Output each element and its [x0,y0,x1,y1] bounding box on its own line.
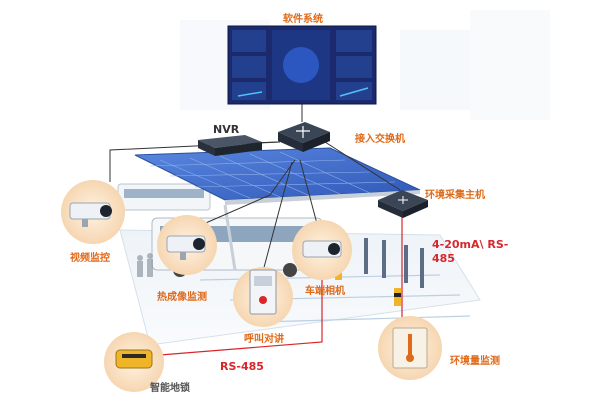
car-camera-icon [292,220,352,280]
label-rs485-bottom: RS-485 [220,360,264,373]
nvr-box-icon [198,135,262,156]
network-switch-icon [278,122,330,152]
label-parking-lock: 智能地锁 [150,383,190,394]
monitor-screen-icon [227,25,377,105]
bullet-camera-icon [61,180,125,244]
pedestrians [137,253,153,277]
label-signal-4-20ma: 4-20mA\ RS- [432,238,509,251]
wires-red [159,212,403,356]
bus-back [117,183,211,211]
label-thermal-camera: 热成像监测 [157,292,207,303]
intercom-panel-icon [233,267,293,327]
thermometer-panel-icon [378,316,442,380]
label-nvr: NVR [213,123,240,136]
env-host-box-icon [378,190,428,218]
label-software-system: 软件系统 [283,14,323,25]
solar-canopy [134,147,421,271]
thermal-camera-icon [157,215,217,275]
label-intercom: 呼叫对讲 [244,334,284,345]
label-signal-485: 485 [432,252,455,265]
label-access-switch: 接入交换机 [355,134,405,145]
label-car-camera: 车端相机 [305,286,345,297]
parking-lock-icon [104,332,164,392]
wires-dark [109,103,401,276]
label-env-monitor: 环境量监测 [450,356,500,367]
label-video-monitor: 视频监控 [70,253,110,264]
label-env-host: 环境采集主机 [425,190,485,201]
